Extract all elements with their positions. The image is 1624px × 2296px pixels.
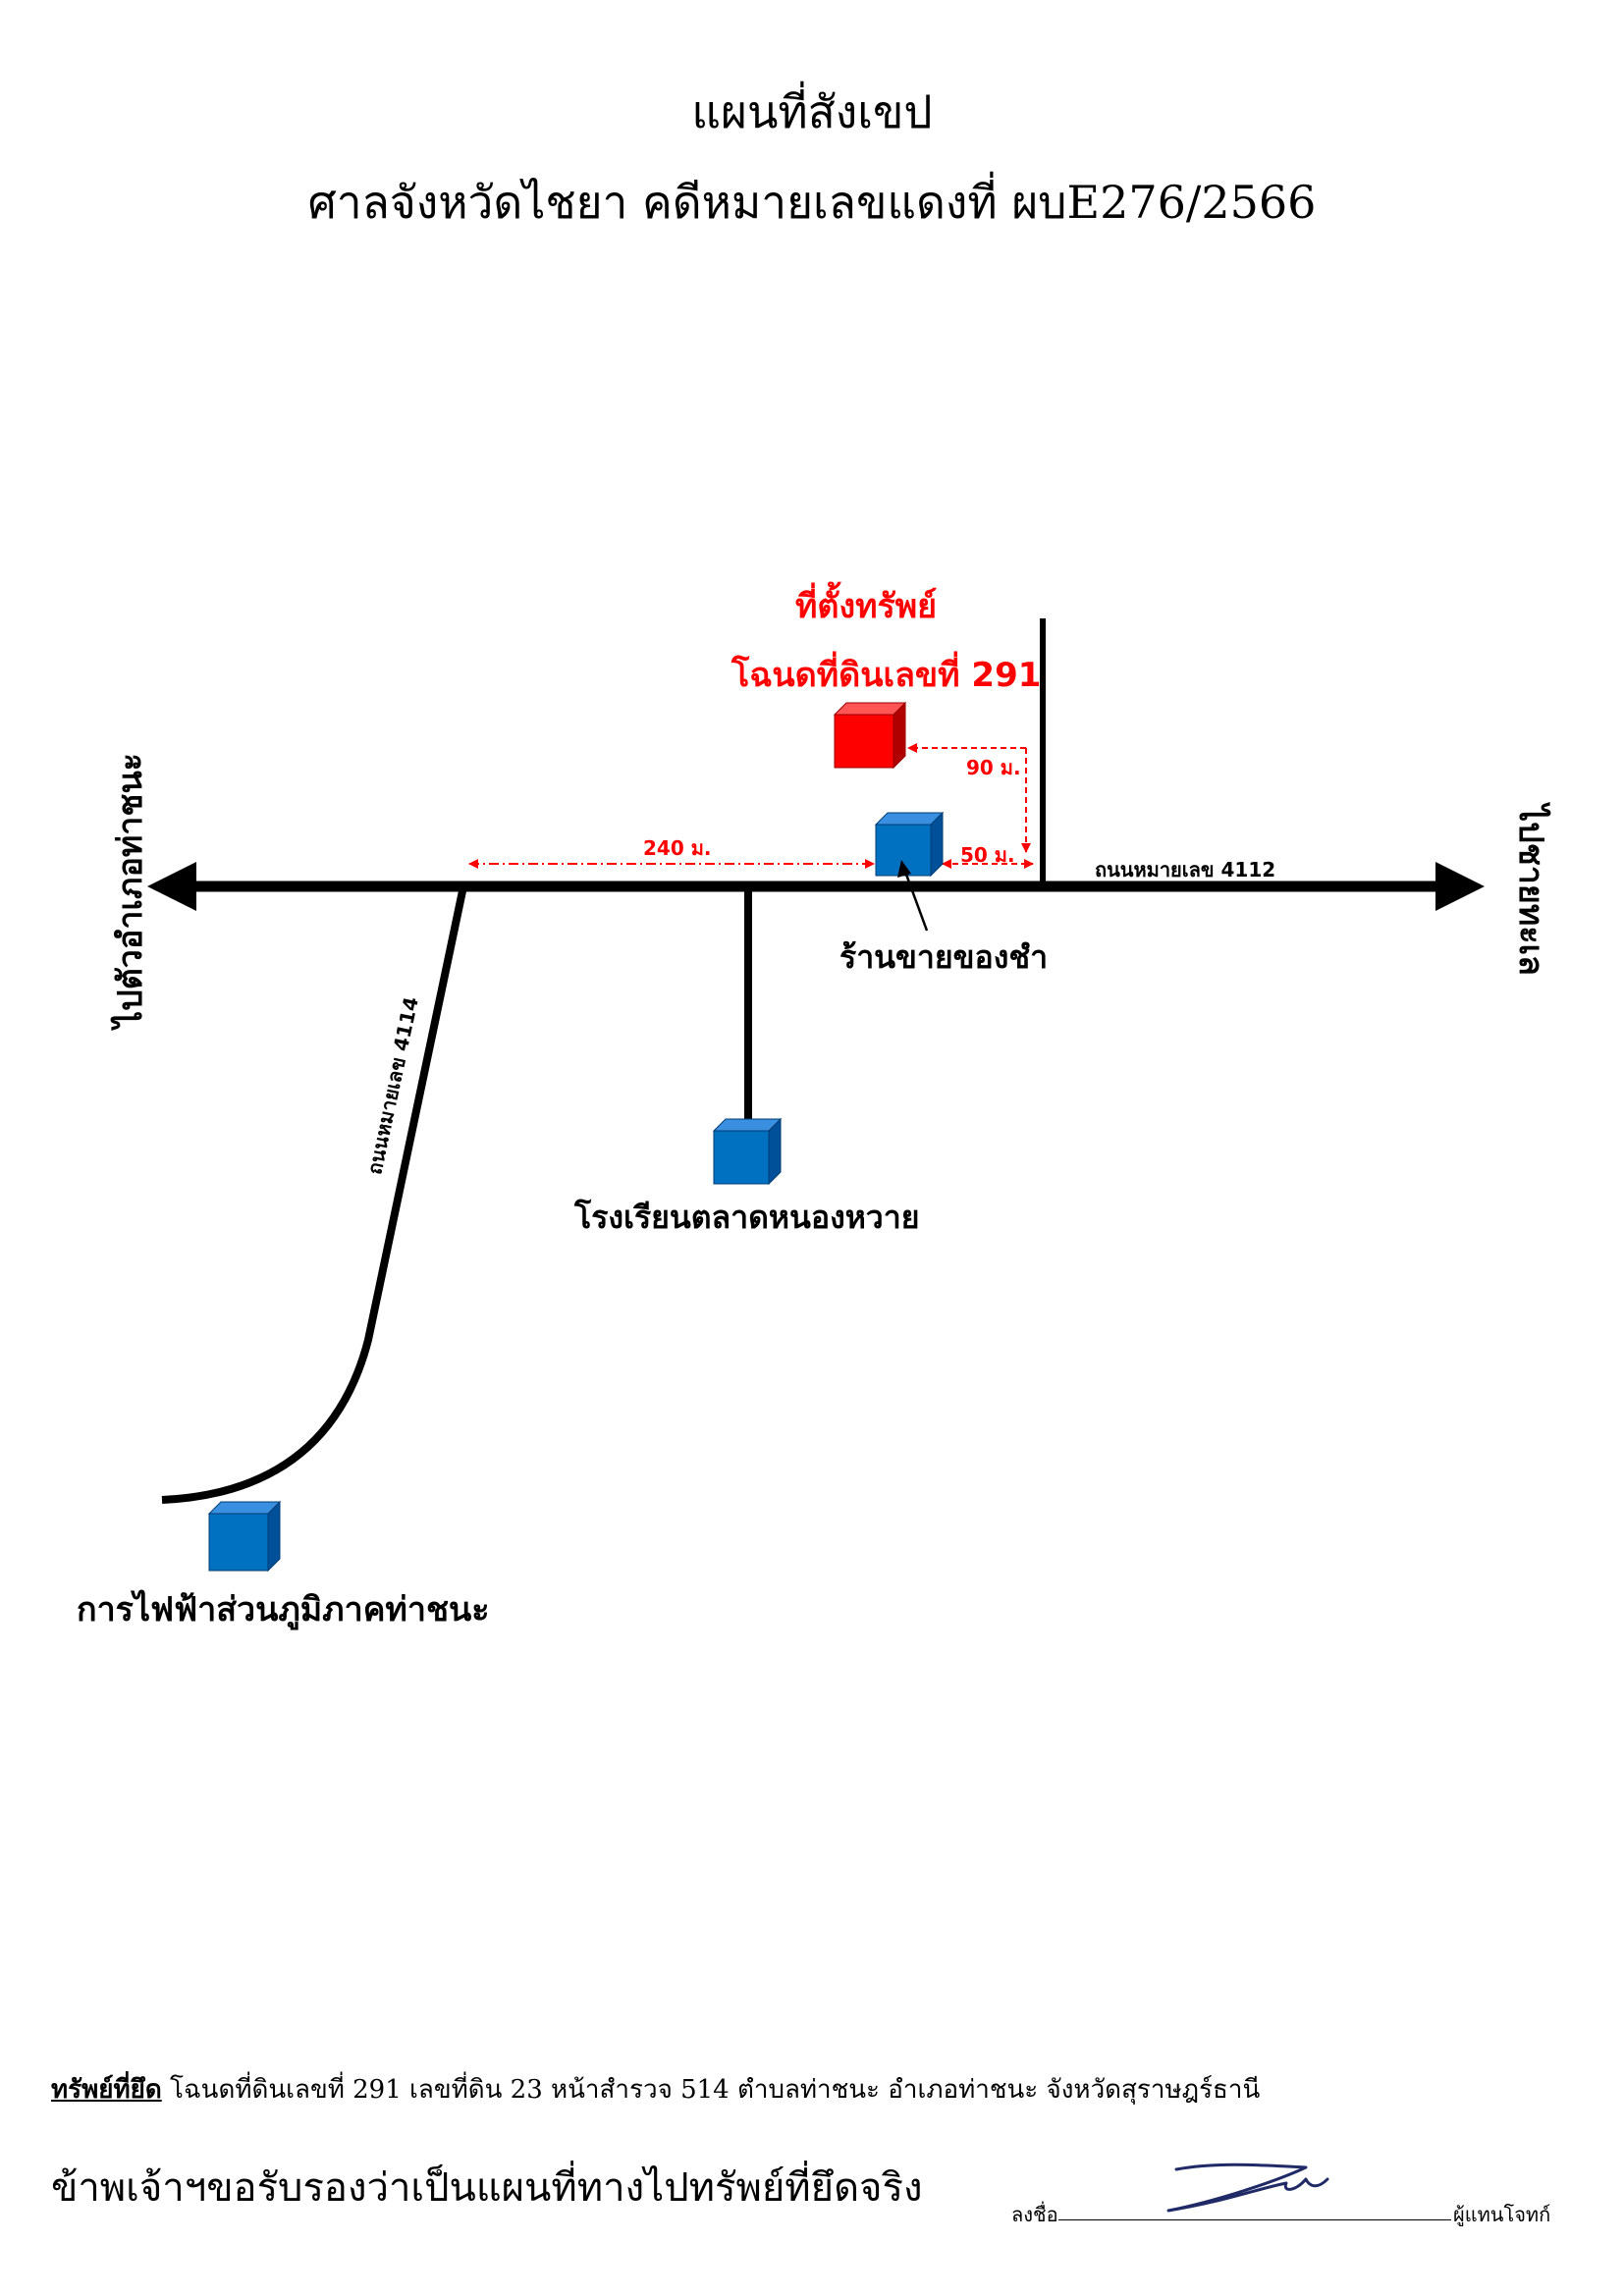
road-4114: [161, 885, 467, 1504]
sign-label: ลงชื่อ: [1011, 2203, 1058, 2226]
seized-property-line: ทรัพย์ที่ยึด โฉนดที่ดินเลขที่ 291 เลขที่…: [51, 2069, 1260, 2109]
road-4112-label: ถนนหมายเลข 4112: [1095, 858, 1276, 881]
property-label: ที่ตั้งทรัพย์: [795, 587, 938, 626]
certify-text: ข้าพเจ้าฯขอรับรองว่าเป็นแผนที่ทางไปทรัพย…: [51, 2165, 923, 2211]
school-box-icon: [712, 1117, 783, 1186]
representative-label: ผู้แทนโจทก์: [1453, 2203, 1551, 2226]
signature-mark: [1166, 2163, 1329, 2213]
electric-authority-label: การไฟฟ้าส่วนภูมิภาคท่าชนะ: [77, 1590, 490, 1629]
seized-text: โฉนดที่ดินเลขที่ 291 เลขที่ดิน 23 หน้าสำ…: [170, 2075, 1261, 2105]
arrow-left-icon: [147, 862, 196, 911]
shop-label: ร้านขายของชำ: [839, 938, 1049, 976]
electric-box-icon: [207, 1500, 282, 1573]
arrow-right-icon: [1435, 862, 1485, 911]
direction-left-label: ไปตัวอำเภอท่าชนะ: [111, 753, 150, 1028]
deed-label: โฉนดที่ดินเลขที่ 291: [731, 656, 1042, 695]
shop-pointer-arrow: [903, 871, 929, 932]
signature-line: [1058, 2219, 1451, 2220]
shop-box-icon: [874, 811, 945, 878]
page-subtitle: ศาลจังหวัดไชยา คดีหมายเลขแดงที่ ผบE276/2…: [307, 176, 1317, 229]
seized-label: ทรัพย์ที่ยึด: [51, 2075, 162, 2105]
page-title: แผนที่สังเขป: [691, 85, 933, 138]
road-4112: [147, 862, 1485, 911]
school-label: โรงเรียนตลาดหนองหวาย: [574, 1199, 920, 1236]
distance-90-label: 90 ม.: [966, 756, 1021, 779]
property-box-icon: [833, 701, 907, 770]
distance-50-label: 50 ม.: [960, 843, 1015, 867]
direction-right-label: ไปชายทะเล: [1511, 805, 1550, 976]
distance-240-label: 240 ม.: [643, 836, 712, 860]
